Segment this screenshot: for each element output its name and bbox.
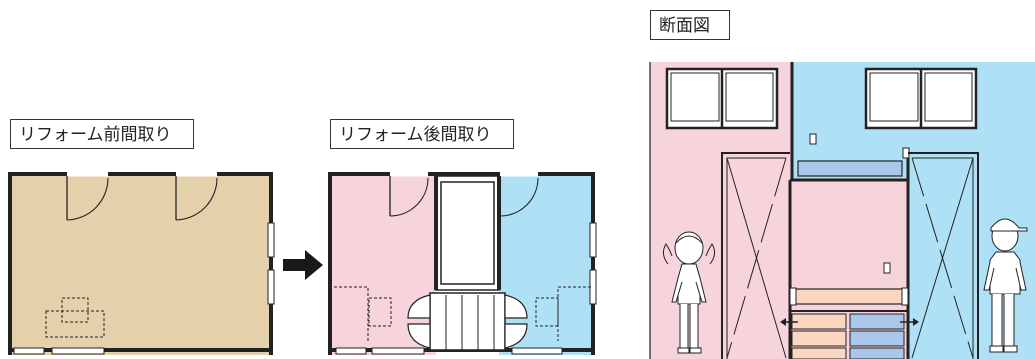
slide-arrow-left-icon <box>780 318 798 326</box>
girl-figure <box>662 231 716 354</box>
section-view <box>649 62 1035 359</box>
after-plan-label: リフォーム後間取り <box>330 119 514 149</box>
slide-arrow-right-icon <box>900 318 919 326</box>
section-view-label: 断面図 <box>650 10 730 40</box>
before-floor-plan <box>8 171 275 355</box>
boy-figure <box>983 218 1028 353</box>
after-floor-plan <box>328 171 597 355</box>
right-arrow-icon <box>283 250 323 280</box>
before-plan-label: リフォーム前間取り <box>10 119 194 149</box>
